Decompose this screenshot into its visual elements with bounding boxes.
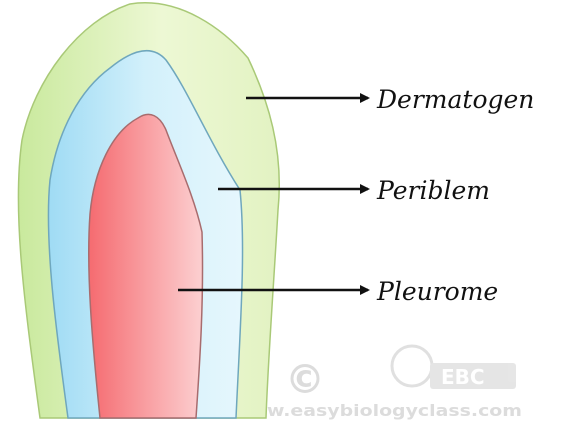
watermark-copyright: © <box>285 357 325 403</box>
watermark-url: www.easybiologyclass.com <box>232 401 522 420</box>
pleurome-label: Pleurome <box>376 277 498 306</box>
watermark-logo: EBC <box>392 346 516 389</box>
watermark-logo-text: EBC <box>441 365 485 389</box>
periblem-label: Periblem <box>376 176 490 205</box>
watermark: © EBC www.easybiologyclass.com <box>232 346 522 420</box>
dermatogen-label: Dermatogen <box>376 85 534 114</box>
